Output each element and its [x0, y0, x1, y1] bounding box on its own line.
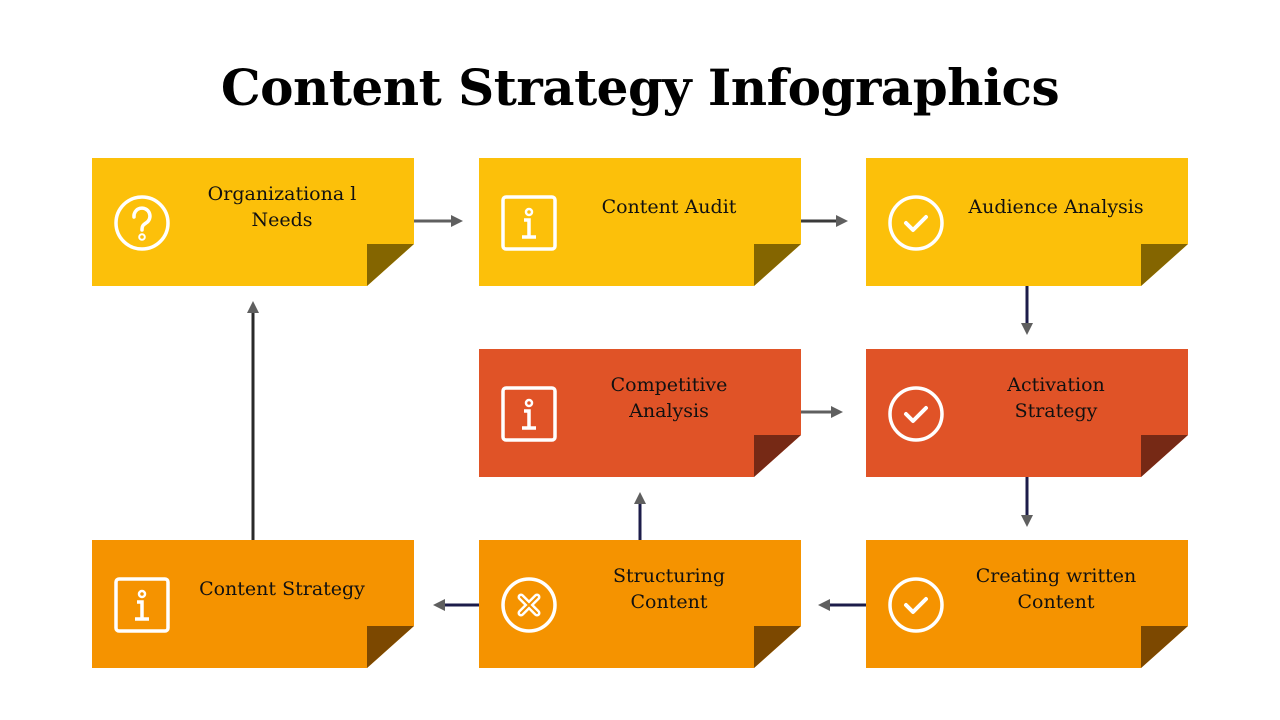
card-structuring-content: Structuring Content: [479, 540, 801, 668]
card-label: Content Strategy: [199, 578, 365, 600]
card-label: Audience Analysis: [968, 196, 1144, 218]
card-audience-analysis: Audience Analysis: [866, 158, 1188, 286]
card-label: Competitive Analysis: [610, 374, 728, 422]
check-circle-icon: [888, 386, 944, 442]
check-circle-icon: [888, 195, 944, 251]
card-label: Structuring Content: [612, 565, 726, 613]
question-circle-icon: [114, 195, 170, 251]
page-title: Content Strategy Infographics: [220, 58, 1060, 117]
card-content-audit: Content Audit: [479, 158, 801, 286]
folded-corner: [754, 435, 801, 477]
card-competitive-analysis: Competitive Analysis: [479, 349, 801, 477]
info-square-icon: [114, 577, 170, 633]
folded-corner: [754, 626, 801, 668]
card-organizational-needs: Organizationa l Needs: [92, 158, 414, 286]
folded-corner: [1141, 244, 1188, 286]
check-circle-icon: [888, 577, 944, 633]
info-square-icon: [501, 386, 557, 442]
x-circle-icon: [501, 577, 557, 633]
folded-corner: [367, 244, 414, 286]
card-content-strategy: Content Strategy: [92, 540, 414, 668]
card-creating-written-content: Creating written Content: [866, 540, 1188, 668]
card-label: Organizationa l Needs: [207, 183, 357, 231]
card-label: Content Audit: [601, 196, 737, 218]
folded-corner: [754, 244, 801, 286]
info-square-icon: [501, 195, 557, 251]
card-label: Creating written Content: [975, 565, 1137, 613]
folded-corner: [1141, 435, 1188, 477]
folded-corner: [1141, 626, 1188, 668]
card-activation-strategy: Activation Strategy: [866, 349, 1188, 477]
card-label: Activation Strategy: [1007, 374, 1105, 422]
folded-corner: [367, 626, 414, 668]
